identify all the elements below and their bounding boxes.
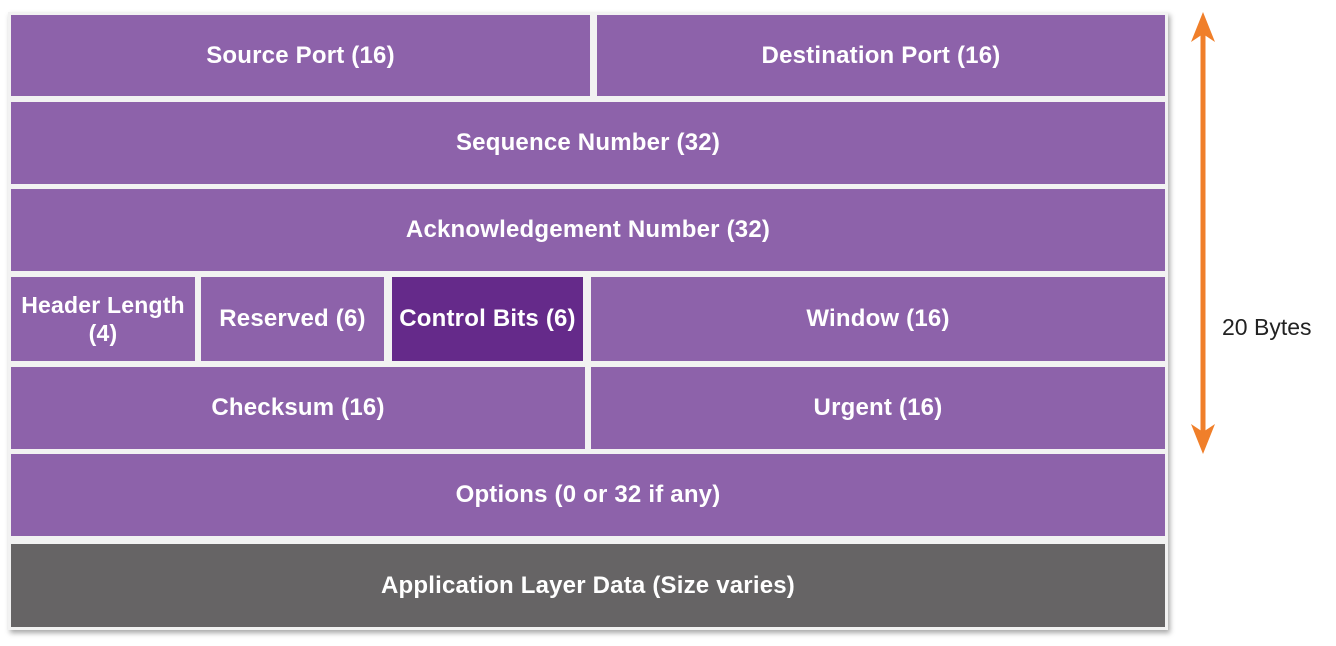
window-field: Window (16) <box>591 277 1165 361</box>
checksum-field: Checksum (16) <box>11 367 585 449</box>
sequence-number-field: Sequence Number (32) <box>11 102 1165 184</box>
source-port-field: Source Port (16) <box>11 15 590 96</box>
sequence-number-label: Sequence Number (32) <box>455 129 721 156</box>
source-port-label: Source Port (16) <box>206 41 395 69</box>
application-layer-data-field: Application Layer Data (Size varies) <box>11 544 1165 627</box>
destination-port-label: Destination Port (16) <box>761 41 1001 69</box>
control-bits-label: Control Bits (6) <box>399 305 576 332</box>
urgent-field: Urgent (16) <box>591 367 1165 449</box>
options-label: Options (0 or 32 if any) <box>455 481 721 508</box>
control-bits-field: Control Bits (6) <box>392 277 583 361</box>
tcp-segment-diagram: Source Port (16) Destination Port (16) S… <box>8 12 1168 630</box>
checksum-label: Checksum (16) <box>211 394 385 421</box>
header-length-field: Header Length (4) <box>11 277 195 361</box>
arrow-head-top <box>1191 12 1215 42</box>
application-layer-data-label: Application Layer Data (Size varies) <box>380 571 795 599</box>
urgent-label: Urgent (16) <box>813 394 943 421</box>
header-size-label: 20 Bytes <box>1222 314 1312 340</box>
reserved-field: Reserved (6) <box>201 277 384 361</box>
reserved-label: Reserved (6) <box>219 305 366 332</box>
header-size-arrow-icon <box>1191 12 1215 454</box>
acknowledgement-number-label: Acknowledgement Number (32) <box>405 216 771 243</box>
acknowledgement-number-field: Acknowledgement Number (32) <box>11 189 1165 271</box>
window-label: Window (16) <box>806 305 950 332</box>
header-length-label-line1: Header Length <box>21 292 185 318</box>
destination-port-field: Destination Port (16) <box>597 15 1165 96</box>
options-field: Options (0 or 32 if any) <box>11 454 1165 536</box>
arrow-head-bottom <box>1191 424 1215 454</box>
header-length-label-line2: (4) <box>88 320 118 346</box>
